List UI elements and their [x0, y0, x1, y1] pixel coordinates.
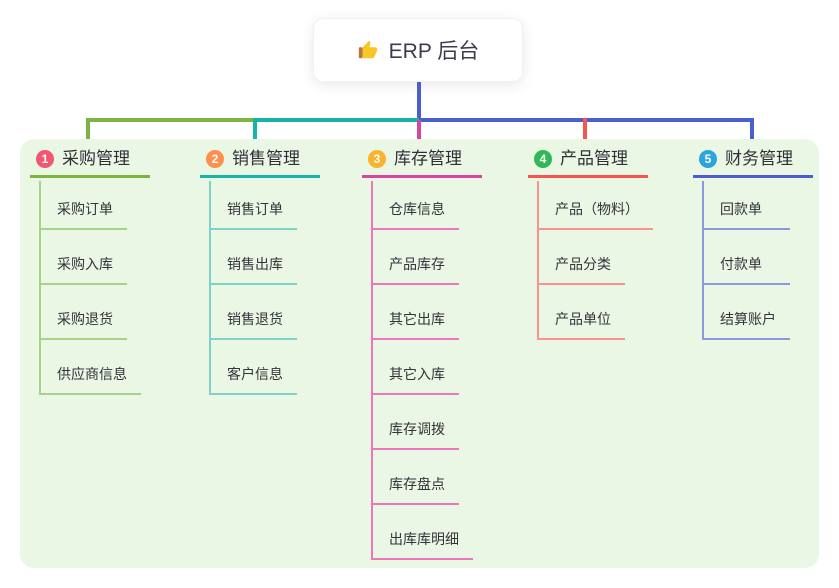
- leaf-node[interactable]: 库存调拨: [373, 395, 459, 450]
- connector-branch1-horizontal: [86, 118, 257, 122]
- branch-node-finance[interactable]: 5 财务管理: [693, 148, 813, 178]
- leaf-node[interactable]: 产品单位: [539, 285, 625, 340]
- connector-branch4-drop: [583, 118, 587, 144]
- leaf-node[interactable]: 产品（物料）: [539, 181, 653, 230]
- leaf-node[interactable]: 回款单: [704, 181, 790, 230]
- branch-children-purchase: 采购订单 采购入库 采购退货 供应商信息: [39, 181, 141, 395]
- branch-children-sales: 销售订单 销售出库 销售退货 客户信息: [209, 181, 297, 395]
- branch-label: 产品管理: [560, 149, 628, 168]
- leaf-node[interactable]: 产品分类: [539, 230, 625, 285]
- connector-branch2-drop: [253, 118, 257, 144]
- leaf-node[interactable]: 仓库信息: [373, 181, 459, 230]
- thumbs-up-icon: [357, 39, 379, 61]
- leaf-node[interactable]: 供应商信息: [41, 340, 141, 395]
- branch-node-purchase[interactable]: 1 采购管理: [30, 148, 150, 178]
- connector-branch2-horizontal: [253, 118, 419, 122]
- branch-number-badge: 1: [36, 150, 54, 168]
- leaf-node[interactable]: 销售订单: [211, 181, 297, 230]
- leaf-node[interactable]: 其它出库: [373, 285, 459, 340]
- connector-branch3-drop: [417, 120, 421, 144]
- branch-number-badge: 2: [206, 150, 224, 168]
- root-node-label: ERP 后台: [388, 40, 480, 63]
- root-node[interactable]: ERP 后台: [313, 18, 523, 82]
- branch-number-badge: 5: [699, 150, 717, 168]
- leaf-node[interactable]: 库存盘点: [373, 450, 459, 505]
- leaf-node[interactable]: 结算账户: [704, 285, 790, 340]
- leaf-node[interactable]: 采购入库: [41, 230, 127, 285]
- branch-number-badge: 4: [534, 150, 552, 168]
- leaf-node[interactable]: 采购退货: [41, 285, 127, 340]
- branches-panel: [20, 139, 819, 568]
- leaf-node[interactable]: 采购订单: [41, 181, 127, 230]
- leaf-node[interactable]: 销售退货: [211, 285, 297, 340]
- leaf-node[interactable]: 付款单: [704, 230, 790, 285]
- connector-branch1-drop: [86, 118, 90, 144]
- branch-node-sales[interactable]: 2 销售管理: [200, 148, 320, 178]
- leaf-node[interactable]: 销售出库: [211, 230, 297, 285]
- branch-node-product[interactable]: 4 产品管理: [528, 148, 648, 178]
- branch-number-badge: 3: [368, 150, 386, 168]
- connector-branch5-drop: [750, 118, 754, 144]
- branch-label: 库存管理: [394, 149, 462, 168]
- leaf-node[interactable]: 产品库存: [373, 230, 459, 285]
- branch-label: 采购管理: [62, 149, 130, 168]
- branch-children-inventory: 仓库信息 产品库存 其它出库 其它入库 库存调拨 库存盘点 出库库明细: [371, 181, 473, 560]
- branch-label: 财务管理: [725, 149, 793, 168]
- leaf-node[interactable]: 其它入库: [373, 340, 459, 395]
- leaf-node[interactable]: 客户信息: [211, 340, 297, 395]
- branch-children-finance: 回款单 付款单 结算账户: [702, 181, 790, 340]
- connector-root-vertical: [417, 82, 421, 118]
- leaf-node[interactable]: 出库库明细: [373, 505, 473, 560]
- branch-label: 销售管理: [232, 149, 300, 168]
- branch-node-inventory[interactable]: 3 库存管理: [362, 148, 482, 178]
- branch-children-product: 产品（物料） 产品分类 产品单位: [537, 181, 653, 340]
